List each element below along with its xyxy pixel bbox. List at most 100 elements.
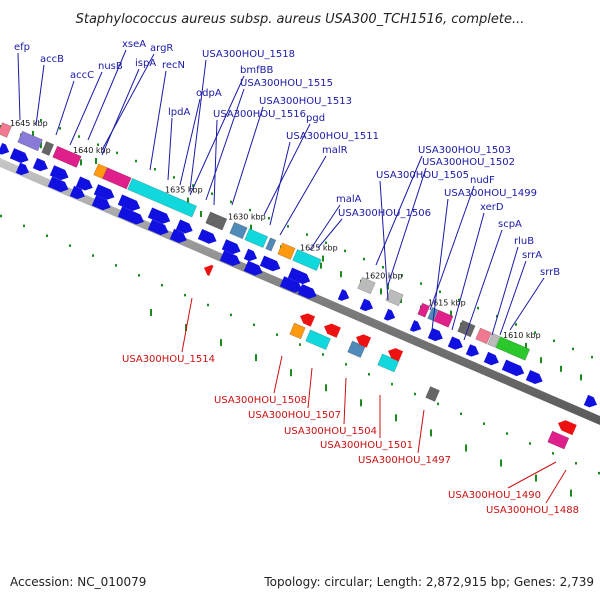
gene-box (487, 332, 501, 348)
guide-dot (598, 471, 600, 475)
forward-gene-label: nusB (98, 61, 123, 72)
guide-dot (344, 249, 346, 253)
gene-box (0, 122, 12, 138)
guide-dot (360, 399, 362, 407)
guide-dot (477, 306, 479, 310)
guide-dot (184, 293, 186, 297)
gene-box (205, 211, 228, 231)
guide-dot (211, 192, 213, 195)
forward-gene-label: USA300HOU_1502 (422, 157, 515, 168)
forward-gene-label: rluB (514, 236, 534, 247)
guide-dot (138, 274, 140, 277)
forward-gene-label: lpdA (168, 107, 190, 118)
gene-box (244, 228, 269, 249)
ruler-label: 1615 kbp (428, 299, 466, 308)
reverse-gene-label: USA300HOU_1508 (214, 395, 307, 406)
guide-dot (0, 214, 2, 218)
guide-dot (591, 355, 593, 359)
forward-gene-label: USA300HOU_1499 (444, 188, 537, 199)
guide-dot (115, 264, 117, 267)
ruler-label: 1645 kbp (10, 119, 48, 128)
leader-line (101, 68, 140, 156)
reverse-gene-label: USA300HOU_1501 (320, 440, 413, 451)
cds-arrow (93, 184, 115, 200)
guide-dot (500, 459, 502, 467)
forward-gene-label: efp (14, 42, 30, 53)
leader-line (387, 167, 427, 286)
guide-dot (173, 176, 175, 179)
guide-dot (572, 347, 574, 351)
forward-gene-label: USA300HOU_1503 (418, 145, 511, 156)
gene-box (127, 177, 198, 218)
guide-dot (395, 414, 397, 422)
gene-box (427, 306, 439, 322)
leader-line (417, 409, 425, 454)
guide-dot (391, 382, 393, 386)
cds-arrow (359, 298, 374, 312)
guide-dot (92, 254, 94, 257)
cds-arrow (147, 219, 169, 236)
guide-dot (59, 127, 61, 130)
leader-line (35, 64, 45, 126)
leader-line (149, 70, 167, 171)
guide-dot (506, 432, 508, 435)
guide-dot (368, 372, 370, 376)
cds-arrow (219, 250, 241, 267)
cds-arrow (583, 394, 598, 408)
reverse-cds-arrow (204, 265, 214, 276)
reverse-gene-label: USA300HOU_1507 (248, 410, 341, 421)
guide-dot (255, 354, 257, 362)
guide-dot (345, 363, 347, 366)
guide-dot (276, 333, 278, 336)
guide-dot (437, 402, 439, 406)
guide-dot (325, 384, 327, 392)
cds-arrow (47, 176, 69, 193)
leader-line (279, 155, 327, 236)
guide-dot (529, 442, 531, 445)
leader-line (379, 180, 389, 301)
leader-line (167, 117, 173, 181)
guide-dot (253, 323, 255, 327)
gene-box (292, 248, 322, 272)
guide-dot (249, 208, 251, 212)
guide-dot (420, 282, 422, 285)
leader-line (507, 461, 557, 489)
forward-gene-label: USA300HOU_1511 (286, 131, 379, 142)
guide-dot (382, 266, 384, 269)
forward-gene-label: USA300HOU_1505 (376, 170, 469, 181)
reverse-gene-box (425, 386, 440, 402)
guide-dot (116, 151, 118, 155)
guide-dot (320, 262, 322, 269)
forward-gene-label: pgd (306, 113, 325, 124)
guide-dot (534, 331, 536, 334)
cds-arrow (287, 267, 311, 285)
guide-dot (553, 339, 555, 343)
gene-features (0, 122, 598, 450)
forward-gene-label: srrB (540, 267, 560, 278)
leader-line (307, 367, 313, 409)
map-title: Staphylococcus aureus subsp. aureus USA3… (76, 12, 525, 27)
guide-dot (401, 274, 403, 277)
guide-dot (552, 452, 554, 455)
guide-dot (299, 343, 301, 346)
ruler-tick (250, 224, 252, 231)
leader-line (451, 212, 485, 331)
guide-dot (192, 184, 194, 187)
gene-box (265, 237, 277, 252)
forward-gene-label: USA300HOU_1506 (338, 208, 431, 219)
guide-dot (322, 353, 324, 356)
forward-gene-label: argR (150, 43, 173, 54)
leader-line (431, 198, 449, 331)
ruler-label: 1625 kbp (300, 244, 338, 253)
leader-line (69, 71, 103, 146)
topology-summary: Topology: circular; Length: 2,872,915 bp… (263, 575, 594, 589)
leader-line (87, 49, 127, 141)
forward-gene-label: accC (70, 70, 94, 81)
cds-arrow (525, 369, 543, 385)
guide-dot (80, 159, 82, 166)
leader-line (181, 297, 193, 353)
accession-text: Accession: NC_010079 (10, 575, 146, 589)
gene-box (457, 319, 476, 338)
gene-box (229, 221, 248, 240)
cds-arrow (32, 157, 48, 172)
